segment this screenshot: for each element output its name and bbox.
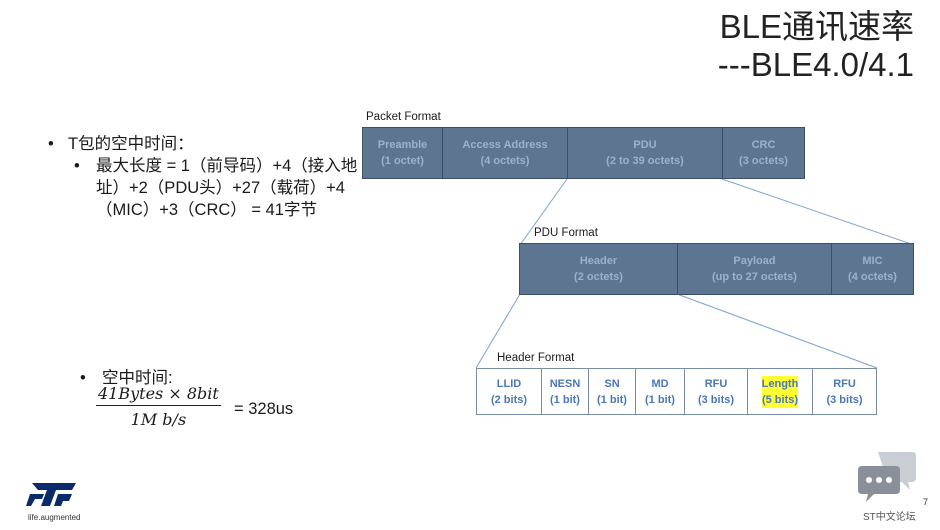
packet-format-label: Packet Format xyxy=(366,111,441,123)
header-field-length: Length (5 bits) xyxy=(747,368,813,415)
field-name: LLID xyxy=(496,377,522,390)
bullet-max-length: 最大长度 = 1（前导码）+4（接入地址）+2（PDU头）+27（载荷）+4（M… xyxy=(74,155,368,221)
field-size: (2 bits) xyxy=(490,393,528,406)
bullet-dot: • xyxy=(80,369,86,387)
field-size: (2 octets) xyxy=(574,271,623,283)
formula-fraction: 41Bytes × 8bit 1M b/s xyxy=(96,384,221,429)
field-size: (3 bits) xyxy=(697,393,735,406)
header-field-sn: SN (1 bit) xyxy=(588,368,636,415)
field-name: CRC xyxy=(751,139,776,151)
packet-field-crc: CRC (3 octets) xyxy=(722,127,805,179)
field-size: (5 bits) xyxy=(761,391,799,408)
field-name: MIC xyxy=(862,255,883,267)
field-name: RFU xyxy=(833,377,856,390)
field-size: (3 octets) xyxy=(739,155,788,167)
header-field-llid: LLID (2 bits) xyxy=(476,368,542,415)
bullet-list: T包的空中时间： 最大长度 = 1（前导码）+4（接入地址）+2（PDU头）+2… xyxy=(48,133,368,221)
field-name: Payload xyxy=(733,255,776,267)
header-field-rfu-2: RFU (3 bits) xyxy=(812,368,877,415)
field-name: NESN xyxy=(549,377,581,390)
st-logo-icon xyxy=(26,483,76,506)
forum-label: ST中文论坛 xyxy=(863,512,916,523)
field-name: Header xyxy=(579,255,618,267)
field-name: Length xyxy=(761,375,799,392)
formula-numerator: 41Bytes × 8bit xyxy=(96,384,221,406)
field-size: (3 bits) xyxy=(826,393,863,406)
connector-pdu-right xyxy=(721,178,915,246)
formula-denominator: 1M b/s xyxy=(130,410,187,429)
field-size: (1 bit) xyxy=(597,393,627,406)
field-name: PDU xyxy=(633,139,657,151)
header-field-nesn: NESN (1 bit) xyxy=(541,368,589,415)
field-size: (4 octets) xyxy=(480,155,530,167)
field-name: RFU xyxy=(704,377,728,390)
field-name: MD xyxy=(651,377,669,390)
pdu-field-mic: MIC (4 octets) xyxy=(831,243,914,295)
header-field-md: MD (1 bit) xyxy=(635,368,685,415)
slide-title: BLE通讯速率 ---BLE4.0/4.1 xyxy=(718,8,914,84)
connector-header-left xyxy=(475,293,521,369)
packet-field-preamble: Preamble (1 octet) xyxy=(362,127,443,179)
packet-field-access-address: Access Address (4 octets) xyxy=(442,127,568,179)
forum-chat-icon xyxy=(858,452,916,502)
field-name: SN xyxy=(604,377,620,390)
field-size: (up to 27 octets) xyxy=(712,271,797,283)
pdu-field-header: Header (2 octets) xyxy=(519,243,678,295)
packet-field-pdu: PDU (2 to 39 octets) xyxy=(567,127,723,179)
title-line-2: ---BLE4.0/4.1 xyxy=(717,46,914,83)
formula-result: = 328us xyxy=(234,400,294,418)
bullet-airtime: T包的空中时间： xyxy=(48,133,368,155)
field-size: (2 to 39 octets) xyxy=(606,155,684,167)
field-size: (1 bit) xyxy=(645,393,675,406)
header-format-label: Header Format xyxy=(497,352,575,364)
header-field-rfu-1: RFU (3 bits) xyxy=(684,368,748,415)
pdu-format-label: PDU Format xyxy=(534,227,598,239)
page-number: 7 xyxy=(922,497,928,507)
connector-pdu-left xyxy=(519,178,568,246)
field-name: Access Address xyxy=(462,139,548,151)
connector-header-right xyxy=(676,293,878,369)
bullet-airtime-label: 空中时间: xyxy=(102,369,173,387)
field-size: (1 bit) xyxy=(550,393,580,406)
logo-tagline: life.augmented xyxy=(28,513,81,522)
field-size: (1 octet) xyxy=(381,155,424,167)
title-line-1: BLE通讯速率 xyxy=(719,8,914,45)
pdu-field-payload: Payload (up to 27 octets) xyxy=(677,243,832,295)
field-size: (4 octets) xyxy=(848,271,897,283)
field-name: Preamble xyxy=(377,139,428,151)
